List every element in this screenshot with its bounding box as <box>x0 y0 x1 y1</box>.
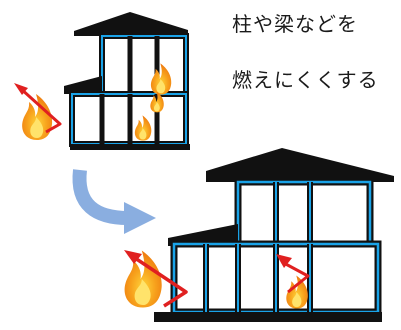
caption-line-2: 燃えにくくする <box>232 68 379 92</box>
house-before-roof <box>74 12 188 36</box>
house-before <box>64 12 190 150</box>
house-after-roof <box>206 148 394 182</box>
house-after <box>154 148 394 322</box>
zigzag-arrow-icon <box>18 86 62 134</box>
house-before-upper-floor <box>99 33 189 97</box>
house-after-foundation <box>154 312 382 322</box>
zigzag-arrow-icon <box>281 260 310 294</box>
zigzag-arrow-icon <box>131 254 188 308</box>
house-after-upper-floor <box>234 178 374 248</box>
house-before-foundation <box>70 144 190 150</box>
house-before-eave <box>64 76 102 94</box>
caption-line-1: 柱や梁などを <box>232 12 358 36</box>
flame-icon <box>22 94 53 140</box>
curved-arrow-icon <box>72 169 129 225</box>
flame-icon <box>124 250 162 308</box>
